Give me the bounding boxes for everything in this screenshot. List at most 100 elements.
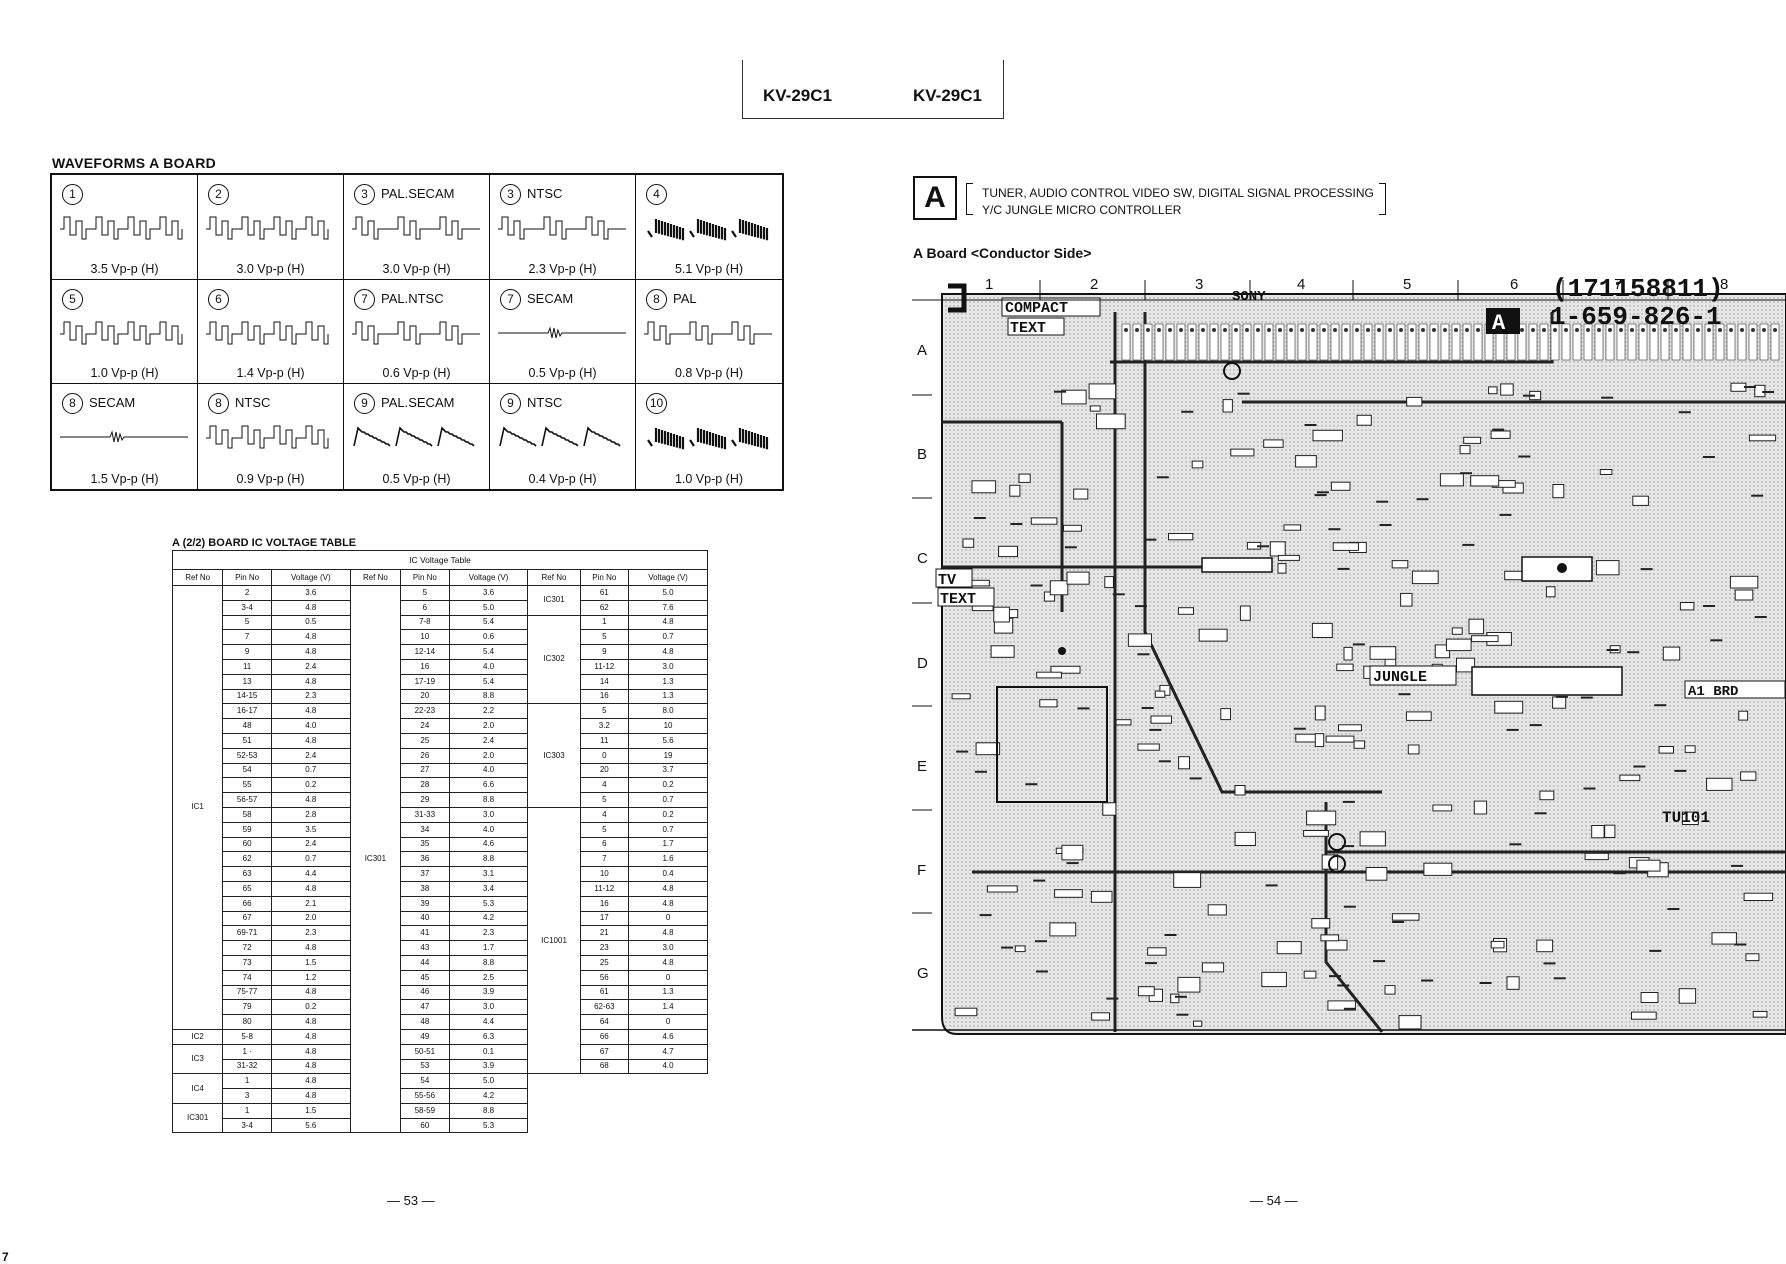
waveform-label: PAL (673, 290, 697, 306)
table-pin: 66 (222, 895, 272, 912)
waveform-number: 3 (500, 184, 521, 205)
label-compact: COMPACT (1005, 300, 1068, 317)
table-pin: 5 (222, 614, 272, 631)
table-voltage: 4.8 (270, 644, 351, 660)
via (1058, 647, 1066, 655)
waveform-amplitude: 1.0 Vp-p (H) (90, 366, 159, 381)
page-number-left: — 53 — (387, 1193, 435, 1208)
table-pin: 66 (579, 1028, 630, 1045)
waveform-number: 6 (208, 288, 229, 310)
page-number-right: — 54 — (1250, 1193, 1298, 1208)
grid-column-number: 6 (1510, 276, 1519, 293)
grid-column-number: 5 (1403, 276, 1412, 293)
table-pin: 56-57 (222, 792, 272, 808)
table-voltage: 4.8 (628, 954, 708, 971)
table-pin: 1 (222, 1102, 272, 1119)
table-voltage: 5.4 (448, 673, 529, 690)
table-pin: 73 (222, 954, 272, 971)
table-voltage: 5.3 (448, 1117, 529, 1134)
waveform-label: PAL.NTSC (381, 290, 444, 306)
model-left: KV-29C1 (763, 86, 832, 105)
table-voltage: 3.9 (448, 1058, 529, 1075)
waveform-trace (499, 426, 621, 447)
waveform-trace (352, 216, 480, 240)
table-voltage: 0.7 (628, 629, 708, 646)
table-voltage: 4.0 (270, 718, 351, 734)
table-ref: IC1 (171, 585, 224, 1030)
table-ref: IC301 (349, 584, 402, 1134)
table-ref: IC303 (527, 703, 581, 808)
waveform-trace (647, 428, 769, 450)
table-voltage: 6.3 (448, 1028, 529, 1045)
table-voltage: 3.6 (448, 585, 529, 601)
table-pin: 62 (222, 851, 272, 868)
grid-column-number: 2 (1090, 276, 1099, 293)
table-pin: 5 (579, 792, 630, 808)
table-pin: 61 (579, 585, 630, 601)
label-board-a: A (1492, 311, 1506, 336)
table-pin: 4 (579, 777, 630, 794)
table-pin: 54 (222, 762, 272, 779)
waveform-trace (206, 425, 329, 449)
edge-mark: 7 (2, 1250, 9, 1264)
table-voltage: 4.2 (448, 910, 529, 927)
table-voltage: 4.8 (628, 895, 708, 912)
table-voltage: 0.4 (628, 866, 708, 882)
table-pin: 63 (222, 866, 272, 882)
table-pin: 27 (400, 762, 450, 779)
table-pin: 62 (579, 599, 630, 616)
table-voltage: 0.2 (628, 806, 708, 823)
table-ref: IC1001 (527, 806, 581, 1075)
table-voltage: 4.8 (270, 880, 351, 897)
ic1-outline (996, 686, 1108, 803)
grid-row-letter: A (917, 342, 928, 359)
table-voltage: 4.8 (270, 940, 351, 956)
table-pin: 20 (400, 688, 450, 705)
table-voltage: 1.7 (448, 940, 529, 956)
waveform-trace (498, 216, 626, 240)
table-pin: 54 (400, 1073, 450, 1090)
table-pin: 5 (579, 629, 630, 646)
grid-column-number: 3 (1195, 276, 1204, 293)
waveform-amplitude: 1.0 Vp-p (H) (674, 471, 744, 486)
table-voltage: 4.8 (270, 599, 351, 616)
waveform-number: 3 (354, 184, 375, 205)
table-voltage: 5.0 (448, 1073, 529, 1090)
label-part-number: (171158811) (1552, 274, 1724, 304)
waveform-number: 9 (354, 393, 375, 415)
hdr-volt: Voltage (V) (448, 569, 529, 586)
table-pin: 35 (400, 836, 450, 853)
table-pin: 34 (400, 821, 450, 838)
table-voltage: 2.2 (448, 703, 529, 720)
table-voltage: 2.0 (448, 747, 529, 764)
waveforms-title: WAVEFORMS A BOARD (52, 155, 217, 171)
table-pin: 17-19 (400, 673, 450, 690)
table-voltage: 4.0 (448, 821, 529, 838)
hdr-pin: Pin No (579, 569, 630, 586)
waveform-label: PAL.SECAM (381, 395, 455, 411)
table-voltage: 4.4 (448, 1014, 529, 1030)
label-jungle: JUNGLE (1373, 669, 1427, 686)
table-voltage: 8.0 (628, 703, 708, 720)
table-pin: 55-56 (400, 1088, 450, 1104)
label-tu101: TU101 (1662, 809, 1710, 827)
table-voltage: 4.8 (628, 644, 708, 660)
table-voltage: 4.8 (270, 703, 351, 720)
